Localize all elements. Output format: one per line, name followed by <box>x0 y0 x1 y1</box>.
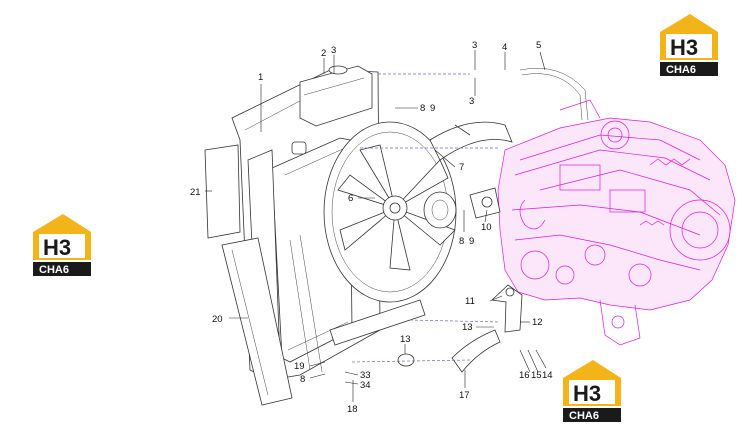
brand-logo-bottom-right: H3 CHA6 <box>563 360 621 422</box>
callout-21: 21 <box>190 187 201 198</box>
callout-4: 4 <box>502 42 507 53</box>
callout-2: 2 <box>321 48 326 59</box>
callout-8: 8 <box>420 103 425 114</box>
callout-13: 13 <box>400 334 411 345</box>
panel-21 <box>204 144 241 239</box>
callout-6: 6 <box>348 193 353 204</box>
logo-word: CHA6 <box>39 264 69 276</box>
callout-10: 10 <box>481 222 492 233</box>
callout-1: 1 <box>258 72 263 83</box>
callout-19: 19 <box>294 361 305 372</box>
hoses <box>291 67 589 373</box>
callout-8: 8 <box>459 236 464 247</box>
logo-word: CHA6 <box>666 64 696 76</box>
callout-9: 9 <box>430 103 435 114</box>
callout-13: 13 <box>462 322 473 333</box>
brand-logo-top-right: H3 CHA6 <box>660 14 718 76</box>
callout-3: 3 <box>469 96 474 107</box>
callout-14: 14 <box>542 370 553 381</box>
callout-5: 5 <box>536 40 541 51</box>
callout-16: 16 <box>519 370 530 381</box>
upper-hose <box>429 121 513 161</box>
callout-labels: 1 2 3 3 3 4 5 6 7 8 9 8 9 10 11 12 13 13… <box>190 40 553 415</box>
callout-34: 34 <box>360 380 371 391</box>
callout-12: 12 <box>532 317 543 328</box>
logo-letters: H3 <box>573 381 601 406</box>
callout-15: 15 <box>531 370 542 381</box>
callout-3: 3 <box>331 45 336 56</box>
callout-17: 17 <box>459 390 470 401</box>
callout-9: 9 <box>469 236 474 247</box>
lower-hose <box>451 329 501 373</box>
brand-logo-left: H3 CHA6 <box>33 214 91 276</box>
fan <box>337 144 456 271</box>
engine-block <box>497 99 736 346</box>
callout-18: 18 <box>347 404 358 415</box>
alignment-lines <box>351 73 501 363</box>
leader-lines <box>205 50 547 402</box>
callout-7: 7 <box>459 162 464 173</box>
callout-3: 3 <box>472 40 477 51</box>
callout-20: 20 <box>212 314 223 325</box>
side-panels <box>204 144 293 406</box>
callout-33: 33 <box>360 370 371 381</box>
logo-letters: H3 <box>43 235 71 260</box>
logo-letters: H3 <box>670 35 698 60</box>
callout-8: 8 <box>300 374 305 385</box>
callout-11: 11 <box>465 296 475 307</box>
logo-word: CHA6 <box>569 410 599 422</box>
